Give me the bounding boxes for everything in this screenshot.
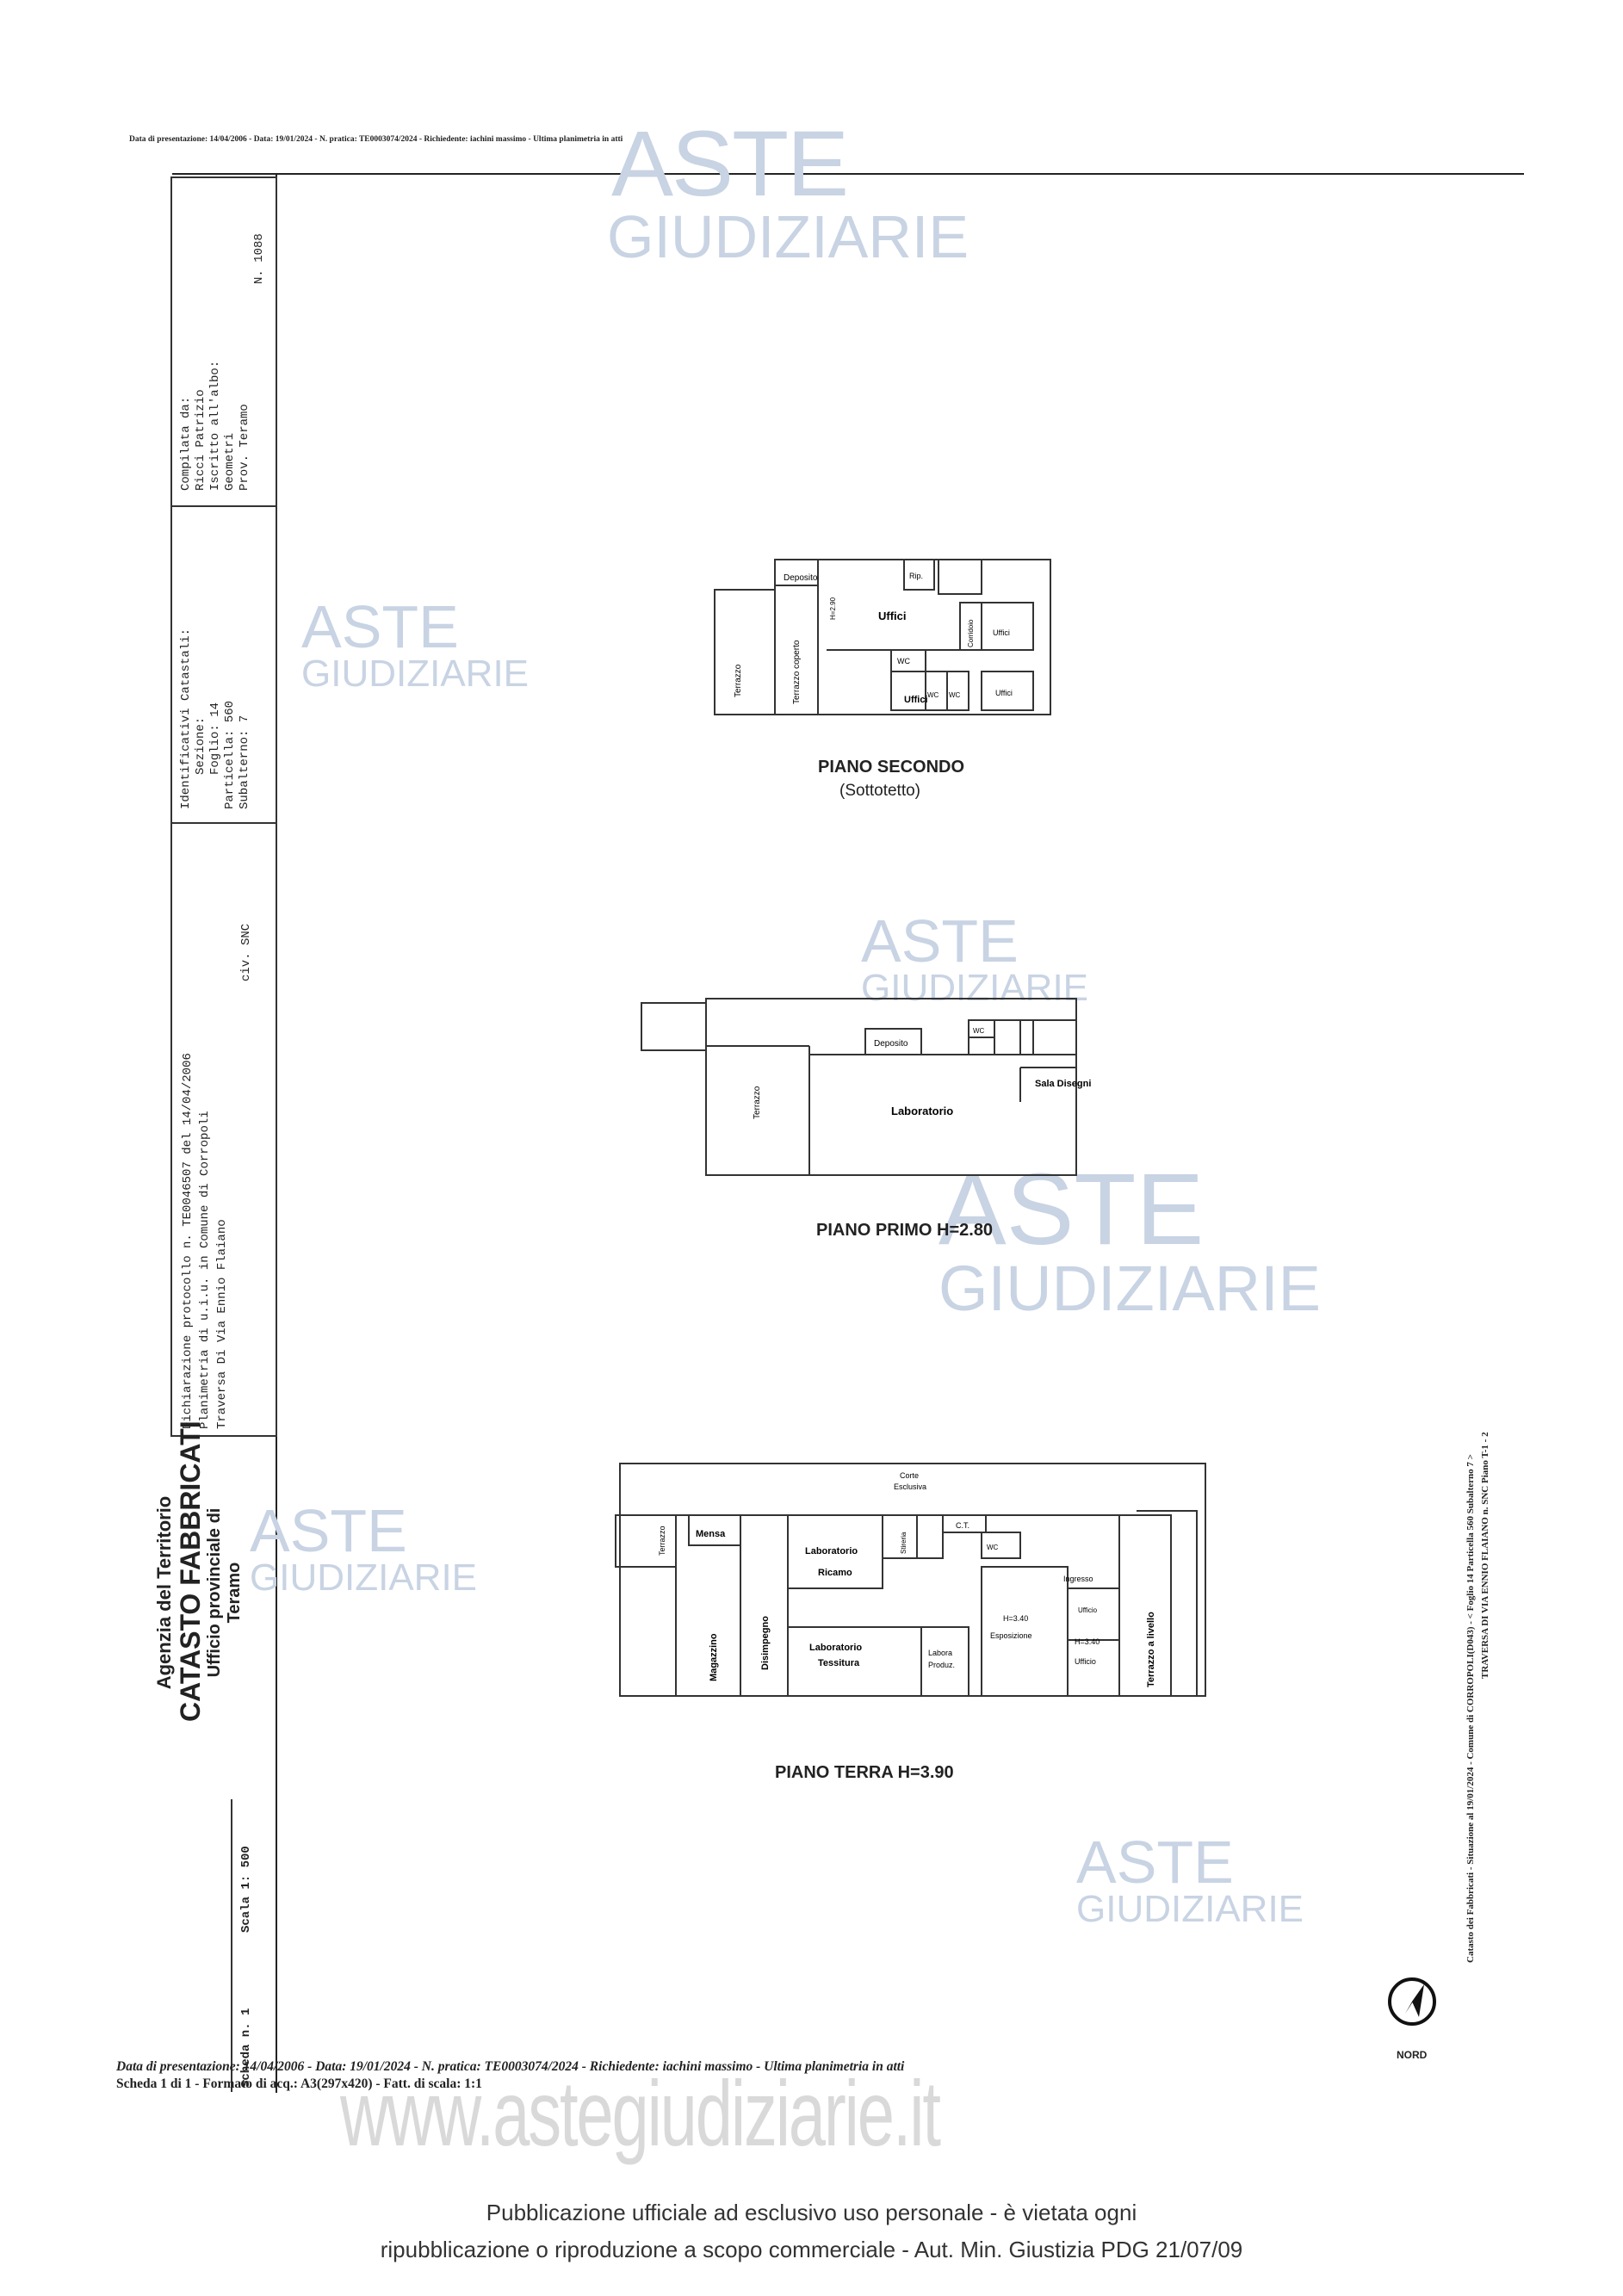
agency-teramo: Teramo [225,1562,244,1624]
sidebar-box-scala [231,1799,277,2092]
north-label: NORD [1397,2049,1428,2061]
room-lab-ricamo: Laboratorio [805,1546,858,1556]
room-produz: Produz. [928,1661,955,1669]
room-wc-0: WC [987,1544,999,1551]
agency-ufficio: Ufficio provinciale di [205,1507,224,1678]
room-corridoio-2: Corridoio [967,619,975,647]
identifier-particella: Particella: 560 [223,700,237,809]
sidebar-scala: Scala 1: 500 [239,1846,253,1933]
watermark-3: ASTE GIUDIZIARIE [861,907,1089,1009]
sidebar-box-compiled [170,176,277,507]
room-wc-2a: WC [897,657,910,665]
room-wc-1: WC [973,1027,985,1035]
watermark-2: ASTE GIUDIZIARIE [301,593,530,695]
height-label-2: H=2.90 [829,597,837,620]
right-note-line2: TRAVERSA DI VIA ENNIO FLAIANO n. SNC Pia… [1480,1432,1490,1679]
room-esclusiva: Esclusiva [894,1482,926,1491]
plan-piano-secondo: Deposito Rip. Uffici Uffici Uffici Uffic… [714,559,1051,715]
compiled-geometri: Geometri [223,432,237,491]
room-mensa: Mensa [696,1529,726,1539]
plan-piano-terra: Corte Esclusiva Terrazzo Mensa Magazzino… [615,1463,1206,1697]
declaration-address: Traversa Di Via Ennio Flaiano [215,1219,229,1429]
room-deposito-1: Deposito [874,1039,908,1049]
sidebar-box-declaration [170,822,277,1437]
right-note-line1: Catasto dei Fabbricati - Situazione al 1… [1465,1454,1476,1963]
room-labor: Labora [928,1649,952,1657]
floor-subtitle-secondo: (Sottotetto) [839,782,920,800]
room-terrazzo-1: Terrazzo [753,1086,762,1119]
plan-piano-primo: Deposito WC Laboratorio Sala Disegni Ter… [641,998,1091,1176]
sidebar-identifiers: Identificativi Catastali: Sezione: Fogli… [179,628,252,809]
room-tessitura: Tessitura [818,1658,860,1668]
identifiers-label: Identificativi Catastali: [179,628,193,809]
room-ufficio-0a: Ufficio [1078,1606,1098,1614]
watermark-5: ASTE GIUDIZIARIE [250,1497,478,1599]
room-magazzino: Magazzino [709,1633,719,1681]
floor-title-terra: PIANO TERRA H=3.90 [775,1763,954,1782]
footer-presentation-line: Data di presentazione: 14/04/2006 - Data… [116,2059,905,2074]
agency-catasto: CATASTO FABBRICATI [175,1420,206,1722]
compiled-prov: Prov. Teramo [238,404,251,491]
compiled-albo: Iscritto all'albo: [208,360,222,491]
compiled-number: N. 1088 [252,233,266,284]
room-corte: Corte [900,1471,919,1480]
room-ct: C.T. [956,1521,969,1530]
sidebar-compiled: Compilata da: Ricci Patrizio Iscritto al… [179,361,252,491]
header-presentation-line: Data di presentazione: 14/04/2006 - Data… [129,135,623,144]
room-ingresso: Ingresso [1063,1575,1093,1583]
room-ufficio-2b: Uffici [995,689,1013,697]
room-uffici-2b: Uffici [904,695,928,705]
height-esposizione: H=3.40 [1003,1614,1028,1623]
floor-title-primo: PIANO PRIMO H=2.80 [816,1221,994,1240]
room-wc-2b: WC [927,691,939,699]
room-ufficio-2: Uffici [993,628,1010,637]
room-lab-tessitura: Laboratorio [809,1643,862,1653]
agency-name: Agenzia del Territorio [153,1495,175,1690]
declaration-planimetria: Planimetria di u.i.u. in Comune di Corro… [198,1111,212,1429]
room-terrazzo-coperto-2: Terrazzo coperto [792,640,802,704]
top-rule [172,173,1524,175]
watermark-4: ASTE GIUDIZIARIE [938,1153,1322,1324]
room-laboratorio-1: Laboratorio [891,1105,953,1117]
publication-notice-2: ripubblicazione o riproduzione a scopo c… [380,2237,1243,2262]
room-sala-disegni-1: Sala Disegni [1035,1079,1091,1089]
floor-title-secondo: PIANO SECONDO [818,758,965,777]
room-deposito-2: Deposito [784,573,818,583]
room-terrazzo-2: Terrazzo [734,664,743,697]
footer-scheda-line: Scheda 1 di 1 - Formato di acq.: A3(297x… [116,2076,482,2091]
identifier-foglio: Foglio: 14 [208,702,222,775]
room-uffici-2: Uffici [878,610,907,622]
room-esposizione: Esposizione [990,1631,1032,1640]
compiled-name: Ricci Patrizio [194,389,208,491]
watermark-site: www.astegiudiziarie.it [340,2061,941,2165]
watermark-6: ASTE GIUDIZIARIE [1076,1829,1304,1930]
height-ufficio: H=3.40 [1075,1637,1100,1646]
room-wc-2c: WC [949,691,961,699]
room-stireria: Stireria [900,1532,908,1554]
room-disimpegno: Disimpegno [760,1616,771,1670]
publication-notice-1: Pubblicazione ufficiale ad esclusivo uso… [486,2200,1137,2225]
room-rip-2: Rip. [909,572,923,580]
room-ricamo: Ricamo [818,1568,852,1578]
declaration-protocol: Dichiarazione protocollo n. TE0046507 de… [181,1053,195,1429]
declaration-civ: civ. SNC [239,923,253,981]
compiled-label: Compilata da: [179,396,193,491]
watermark-1: ASTE GIUDIZIARIE [607,111,969,270]
room-terrazzo-livello: Terrazzo a livello [1146,1612,1156,1687]
right-note: Catasto dei Fabbricati - Situazione al 1… [1464,1432,1493,1963]
sidebar-declaration: Dichiarazione protocollo n. TE0046507 de… [179,1053,231,1429]
north-arrow-icon [1388,1977,1436,2026]
sidebar-agency: Agenzia del Territorio CATASTO FABBRICAT… [153,1420,245,1722]
room-ufficio-0b: Ufficio [1075,1657,1096,1666]
identifier-sezione: Sezione: [194,716,208,775]
identifier-subalterno: Subalterno: 7 [238,715,251,809]
room-terrazzo-0: Terrazzo [658,1526,666,1556]
